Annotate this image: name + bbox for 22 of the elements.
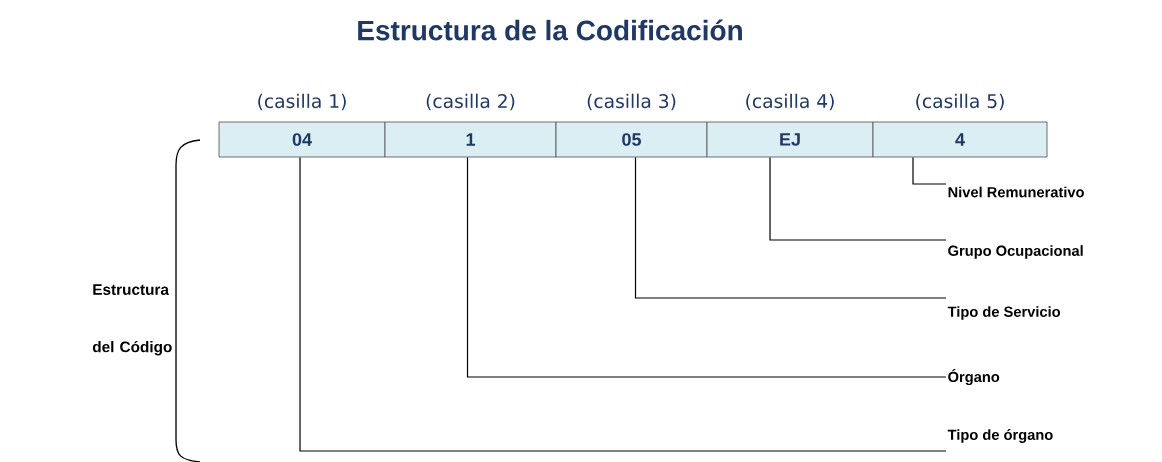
leader-line — [912, 156, 947, 185]
cell-caption: (casilla 3) — [587, 93, 676, 111]
cell-caption: (casilla 4) — [746, 93, 834, 111]
field-label: Tipo de órgano — [947, 429, 1053, 443]
field-label: Órgano — [948, 368, 1000, 386]
title: Estructura de la Codificación — [358, 19, 742, 41]
code-cell: 04 — [218, 121, 386, 158]
side-label: Estructura del Código — [92, 284, 172, 356]
cell-caption: (casilla 1) — [258, 93, 346, 111]
leader-line — [466, 156, 947, 378]
code-cell: 4 — [872, 121, 1048, 158]
code-cell: 05 — [555, 121, 708, 158]
field-label: Tipo de Servicio — [947, 306, 1061, 320]
leader-line — [634, 156, 947, 299]
leader-line — [299, 156, 947, 452]
code-cell: EJ — [706, 121, 874, 158]
field-label: Grupo Ocupacional — [948, 245, 1083, 259]
cell-caption: (casilla 2) — [426, 93, 515, 111]
field-label: Nivel Remunerativo — [948, 186, 1084, 198]
leader-line — [769, 156, 947, 241]
cell-caption: (casilla 5) — [916, 93, 1004, 111]
code-cell: 1 — [384, 121, 557, 158]
